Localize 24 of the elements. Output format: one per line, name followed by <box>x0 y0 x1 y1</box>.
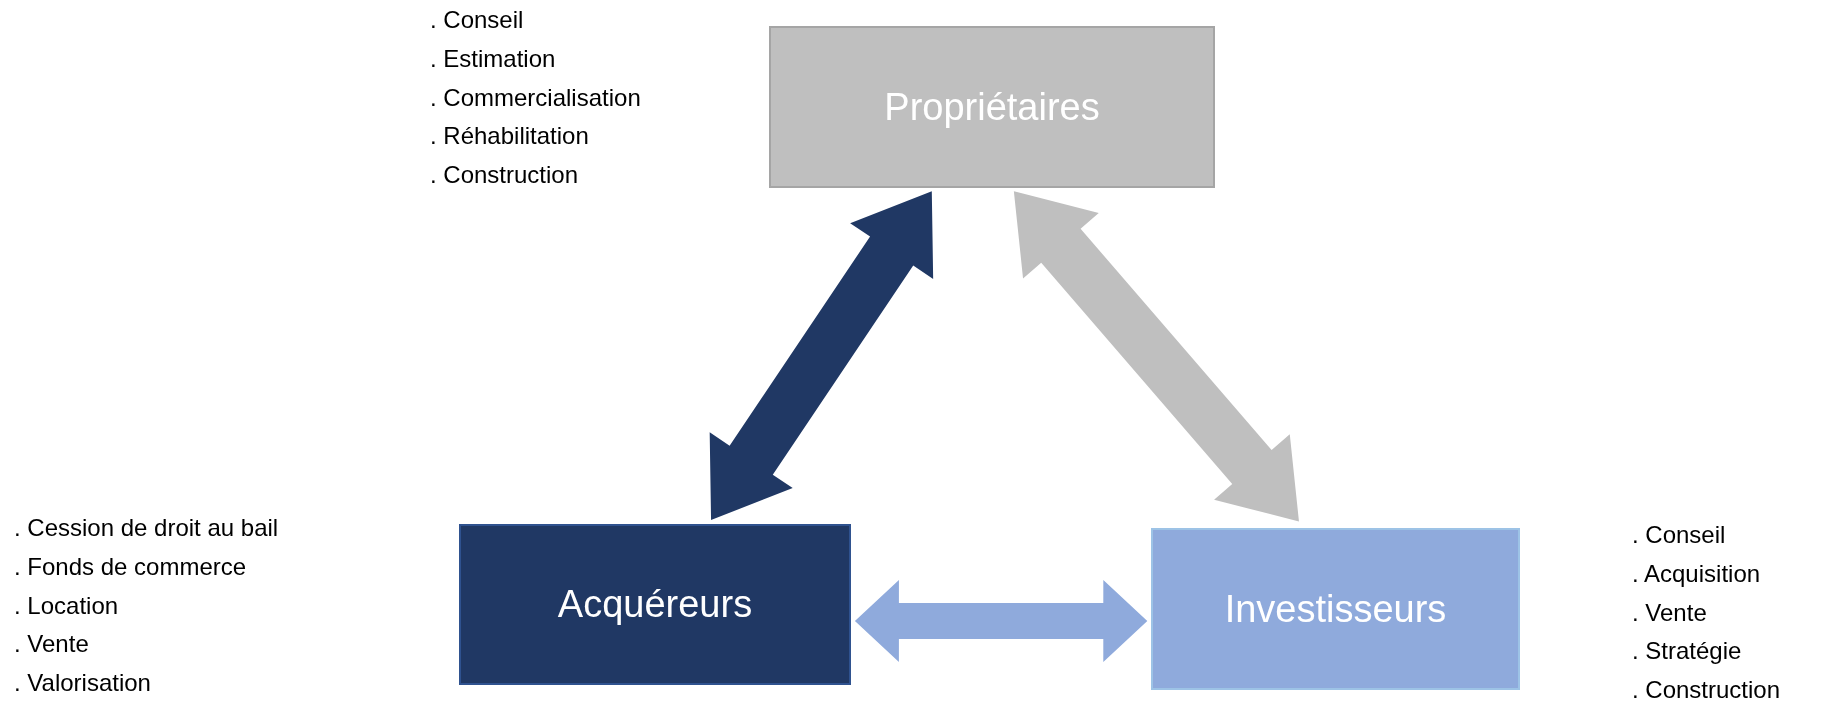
entity-box <box>459 524 851 685</box>
entity-label: Investisseurs <box>1224 587 1447 631</box>
service-item: . Réhabilitation <box>430 121 590 152</box>
service-item: . Construction <box>430 160 580 191</box>
entity-label: Acquéreurs <box>557 583 753 626</box>
service-item: . Conseil <box>430 5 525 35</box>
entity-label: Propriétaires <box>884 85 1100 129</box>
double-arrow <box>854 579 1148 662</box>
entity-box <box>1151 528 1520 690</box>
service-item: . Vente <box>1632 597 1708 628</box>
entity-box <box>769 26 1215 188</box>
service-item: . Vente <box>14 629 90 660</box>
double-arrow <box>709 191 934 520</box>
double-arrow <box>1013 191 1299 522</box>
service-item: . Conseil <box>1632 520 1727 550</box>
service-item: . Estimation <box>430 43 557 74</box>
service-item: . Valorisation <box>14 668 152 699</box>
service-item: . Stratégie <box>1632 636 1743 667</box>
service-item: . Commercialisation <box>430 82 641 113</box>
service-item: . Fonds de commerce <box>14 551 248 582</box>
service-item: . Acquisition <box>1632 558 1762 589</box>
service-item: . Location <box>14 590 120 621</box>
service-item: . Construction <box>1632 675 1781 702</box>
service-item: . Cession de droit au bail <box>14 513 279 543</box>
